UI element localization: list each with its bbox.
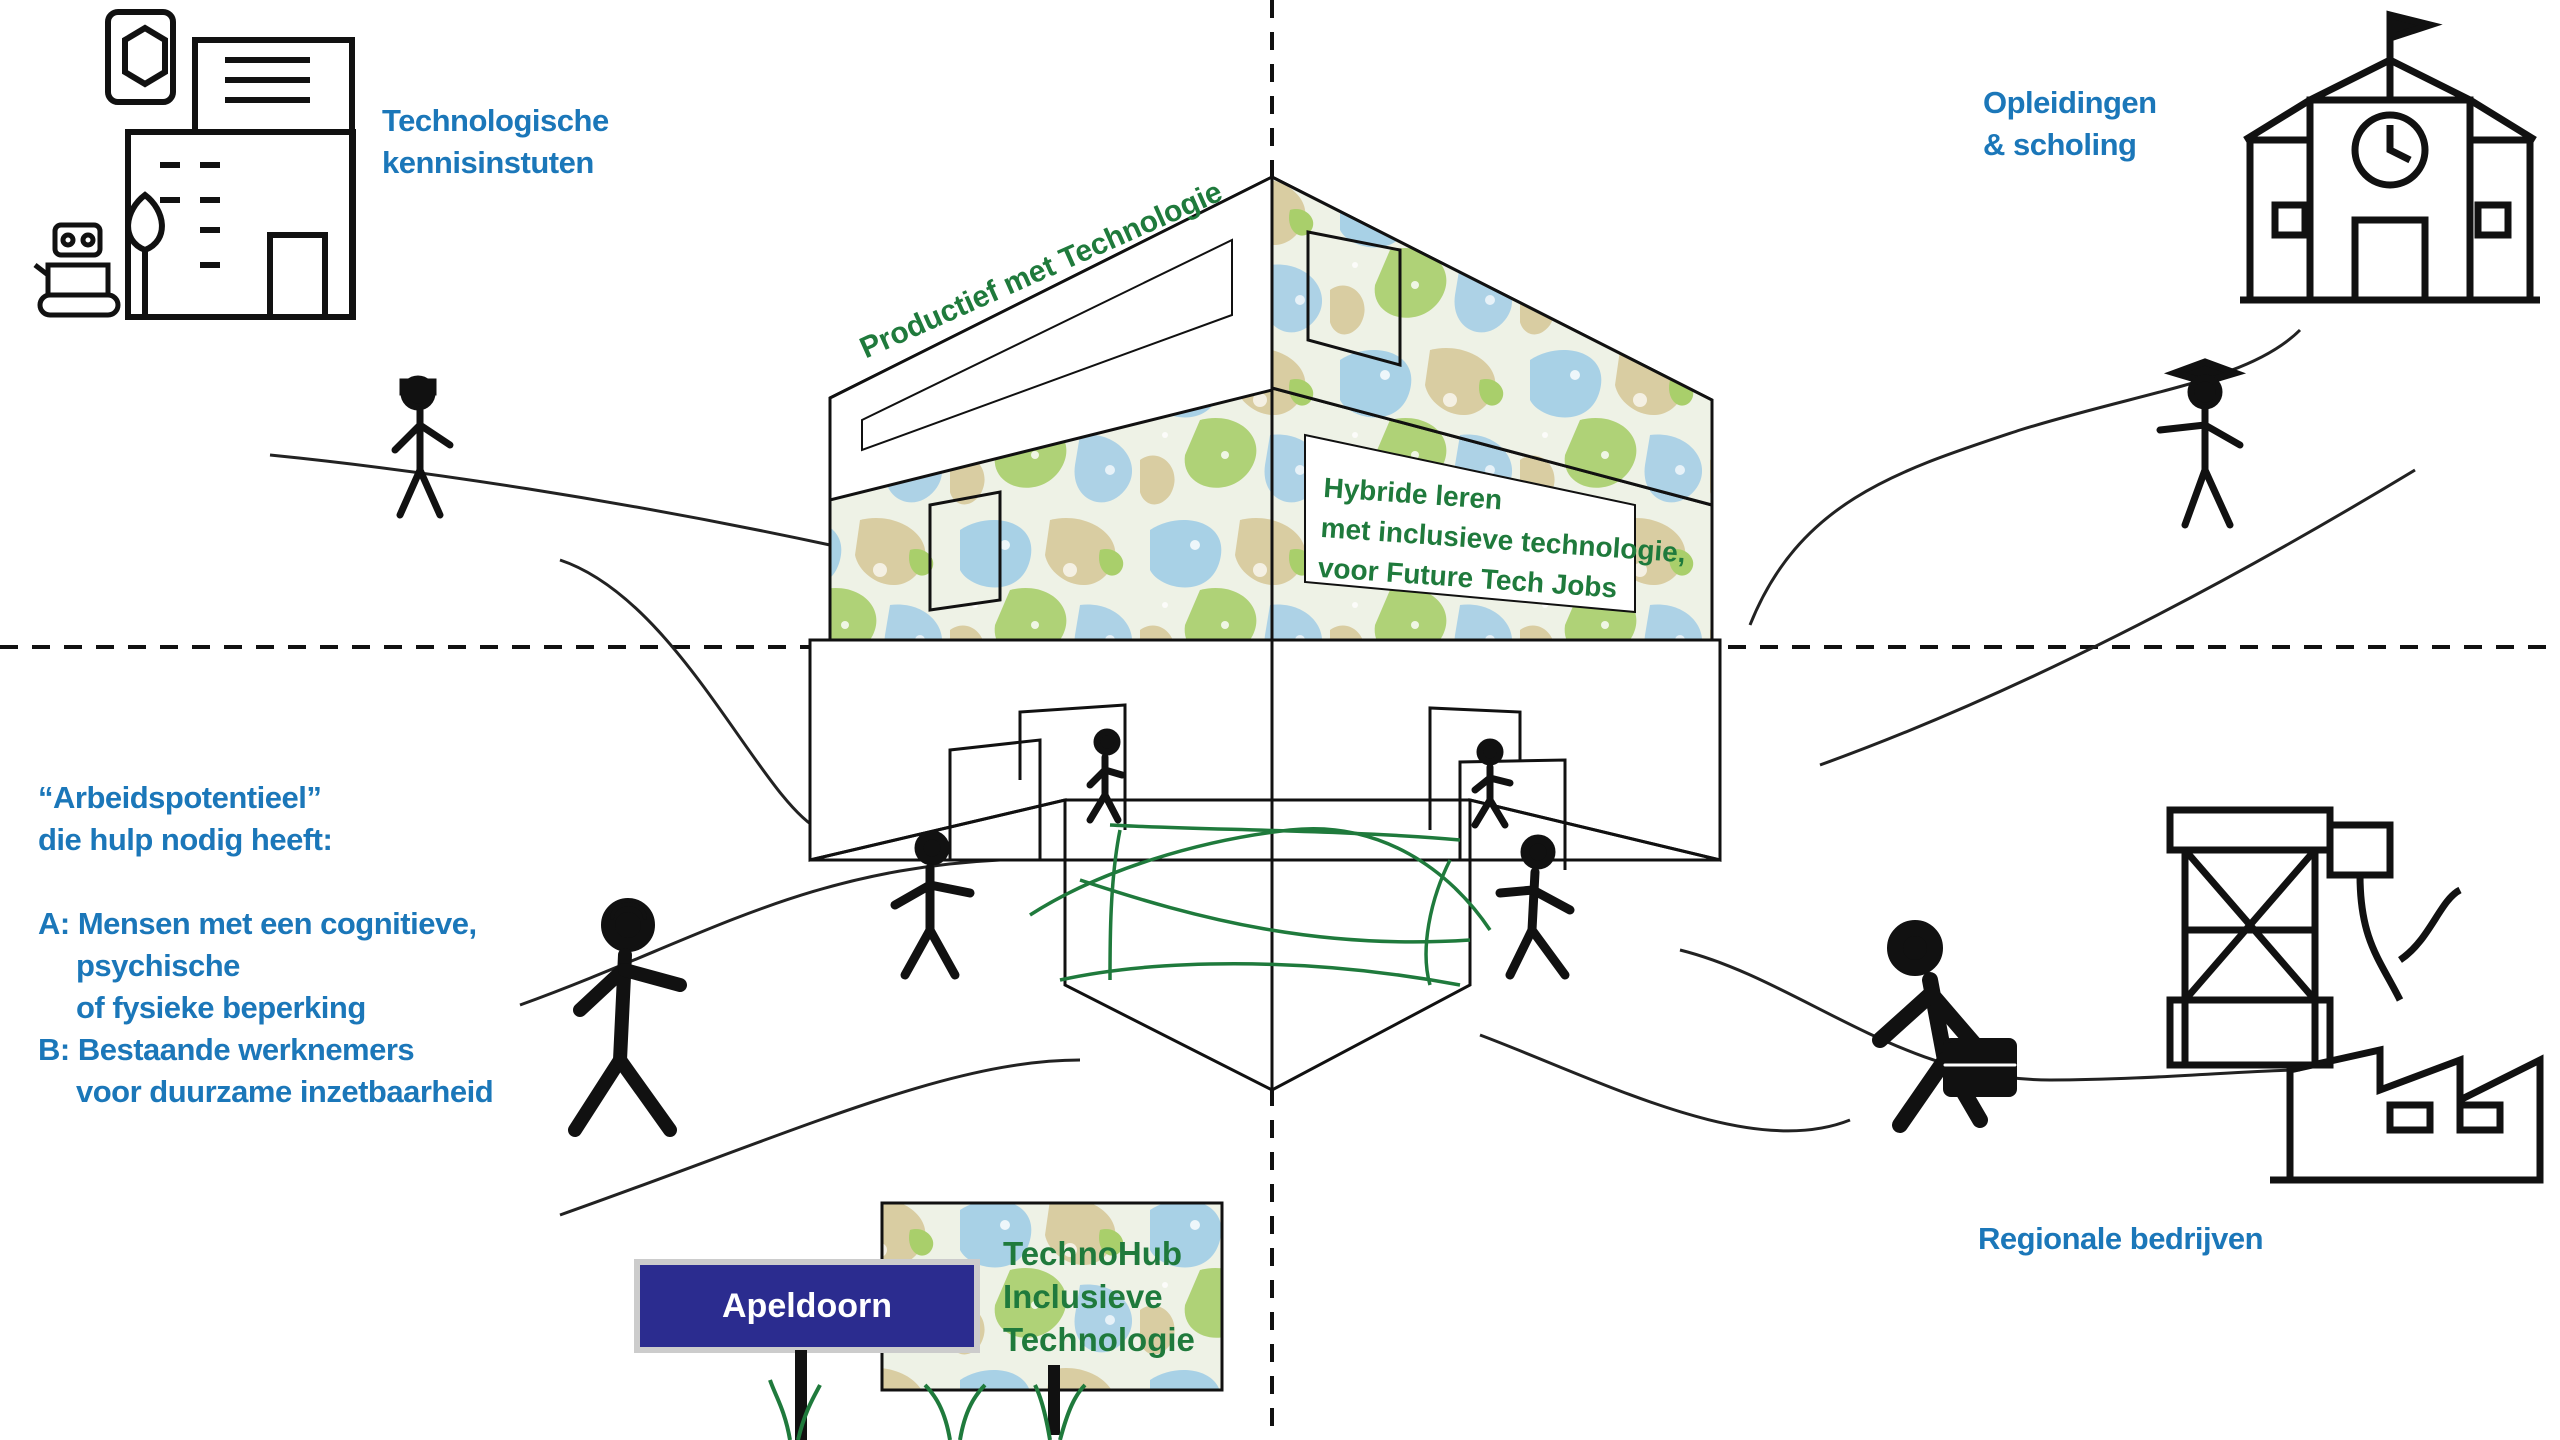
- building-window: [928, 490, 1002, 612]
- label-regional-companies: Regionale bedrijven: [1978, 1221, 2264, 1256]
- headphones-person-icon: [568, 898, 687, 1137]
- label-line: die hulp nodig heeft:: [38, 822, 333, 857]
- door: [1428, 706, 1522, 830]
- label-workforce: “Arbeidspotentieel” die hulp nodig heeft…: [38, 777, 494, 1113]
- sign-hybrid-learning: Hybride leren met inclusieve technologie…: [1317, 468, 1690, 613]
- label-line: & scholing: [1983, 127, 2137, 162]
- robot-icon: [33, 222, 121, 318]
- label-line: of fysieke beperking: [76, 990, 366, 1025]
- door: [1018, 703, 1127, 830]
- hub-sign-line: Inclusieve: [1003, 1278, 1163, 1315]
- door: [1458, 758, 1567, 870]
- label-line: Opleidingen: [1983, 85, 2157, 120]
- walking-person-icon: [890, 830, 975, 980]
- label-line: voor duurzame inzetbaarheid: [76, 1074, 494, 1109]
- sign-left-frame: [861, 238, 1233, 452]
- lab-building-icon: [105, 9, 356, 320]
- grass-icon: [768, 1379, 1087, 1440]
- building-window: [1306, 230, 1402, 367]
- hub-sign-line: TechnoHub: [1003, 1235, 1183, 1272]
- walking-person-icon: [1086, 728, 1126, 824]
- label-line: “Arbeidspotentieel”: [38, 780, 322, 815]
- technohub-building: [808, 174, 1722, 1093]
- label-line: psychische: [76, 948, 240, 983]
- sign-right-frame: [1304, 433, 1636, 614]
- hub-sign-text: TechnoHub Inclusieve Technologie: [1003, 1232, 1195, 1361]
- factory-icon: [2166, 806, 2544, 1184]
- door: [948, 738, 1042, 860]
- label-tech-institutes: Technologische kennisinstuten: [382, 100, 609, 184]
- briefcase-person-icon: [1872, 920, 2017, 1133]
- label-line: kennisinstuten: [382, 145, 594, 180]
- walking-person-icon: [1495, 834, 1575, 980]
- walking-person-icon: [1471, 738, 1514, 829]
- connection-lines: [1029, 823, 1492, 987]
- student-graduate-icon: [2156, 358, 2247, 529]
- label-line: Technologische: [382, 103, 609, 138]
- building-lower-hall: [808, 638, 1274, 1093]
- school-building-icon: [2240, 10, 2540, 304]
- label-line: B: Bestaande werknemers: [38, 1032, 415, 1067]
- label-line: A: Mensen met een cognitieve,: [38, 906, 477, 941]
- hub-sign-line: Technologie: [1003, 1321, 1195, 1358]
- vr-headset-person-icon: [391, 375, 454, 519]
- label-education: Opleidingen & scholing: [1983, 82, 2157, 166]
- town-sign-apeldoorn: Apeldoorn: [722, 1286, 892, 1325]
